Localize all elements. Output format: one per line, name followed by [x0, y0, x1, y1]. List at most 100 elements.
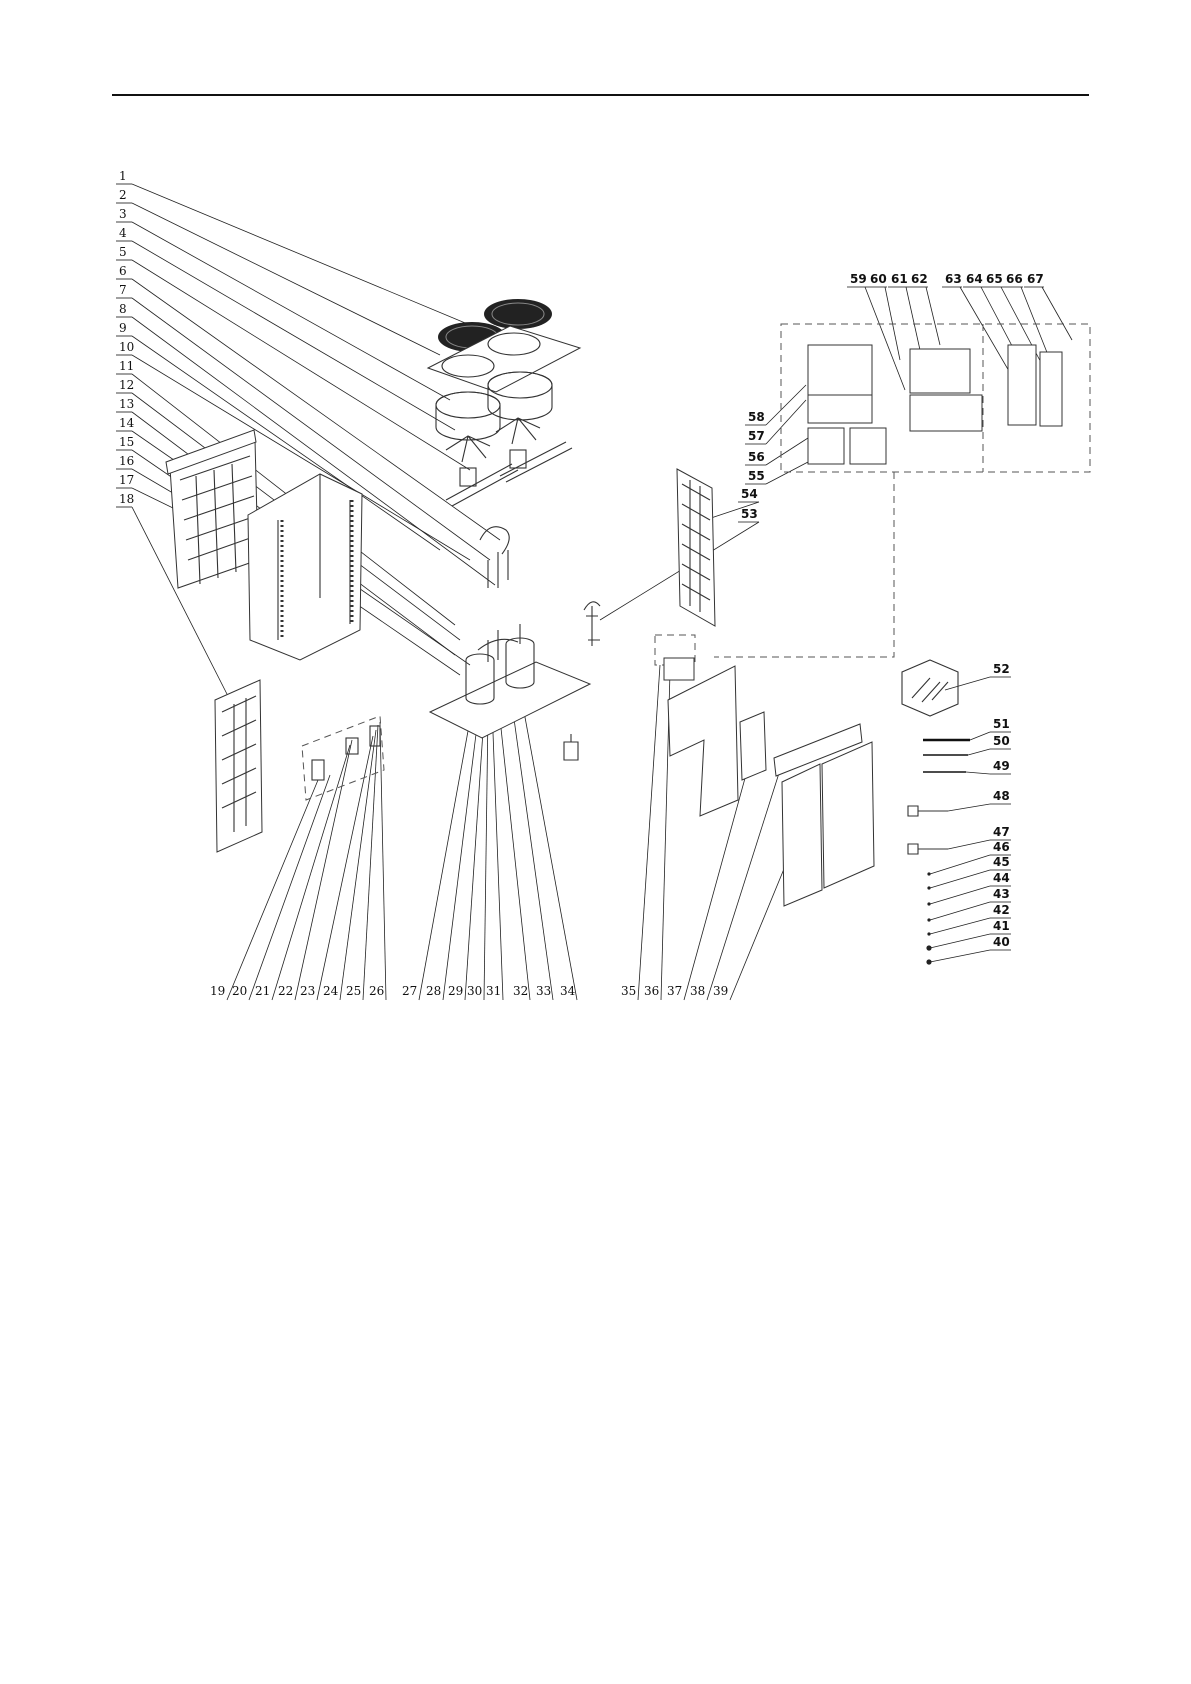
- part-label-16: 16: [119, 454, 134, 468]
- part-label-62: 62: [911, 272, 928, 286]
- part-label-52: 52: [993, 662, 1010, 676]
- part-label-61: 61: [891, 272, 908, 286]
- part-label-46: 46: [993, 840, 1010, 854]
- part-label-24: 24: [323, 984, 339, 998]
- part-label-59: 59: [850, 272, 867, 286]
- rear-panel-18: [215, 680, 262, 852]
- part-label-43: 43: [993, 887, 1010, 901]
- part-label-18: 18: [119, 492, 134, 506]
- leader-line-42: [930, 918, 990, 934]
- leader-line-45: [930, 870, 990, 888]
- base-compressor-assembly: [430, 624, 590, 738]
- part-label-2: 2: [119, 188, 127, 202]
- leader-line-62: [926, 287, 940, 345]
- leader-line-61: [906, 287, 920, 350]
- part-label-67: 67: [1027, 272, 1044, 286]
- part-label-56: 56: [748, 450, 765, 464]
- leader-line-51: [970, 732, 990, 740]
- part-label-36: 36: [644, 984, 659, 998]
- part-label-10: 10: [119, 340, 134, 354]
- leader-line-33: [510, 690, 553, 1000]
- part-label-32: 32: [513, 984, 528, 998]
- leader-line-55: [766, 462, 808, 484]
- part-label-25: 25: [346, 984, 361, 998]
- part-label-60: 60: [870, 272, 887, 286]
- part-label-33: 33: [536, 984, 551, 998]
- valve-group-19-26: [302, 716, 384, 800]
- leader-line-27: [419, 720, 470, 1000]
- part-label-29: 29: [448, 984, 463, 998]
- leader-line-46: [930, 855, 990, 874]
- part-label-49: 49: [993, 759, 1010, 773]
- part-label-22: 22: [278, 984, 293, 998]
- part-label-14: 14: [119, 416, 135, 430]
- leader-line-3: [132, 222, 450, 400]
- part-label-12: 12: [119, 378, 134, 392]
- part-label-41: 41: [993, 919, 1010, 933]
- leader-line-25: [363, 725, 378, 1000]
- leader-line-44: [930, 886, 990, 904]
- part-label-57: 57: [748, 429, 765, 443]
- part-label-17: 17: [119, 473, 134, 487]
- part-label-66: 66: [1006, 272, 1023, 286]
- part-label-54: 54: [741, 487, 758, 501]
- leader-line-49: [966, 772, 990, 774]
- leader-line-32: [498, 700, 530, 1000]
- part-label-8: 8: [119, 302, 127, 316]
- part-label-58: 58: [748, 410, 765, 424]
- part-label-39: 39: [713, 984, 728, 998]
- part-label-34: 34: [560, 984, 576, 998]
- part-label-23: 23: [300, 984, 315, 998]
- part-label-55: 55: [748, 469, 765, 483]
- part-label-47: 47: [993, 825, 1010, 839]
- leader-line-47: [948, 840, 990, 849]
- leader-line-41: [930, 934, 990, 948]
- part-label-21: 21: [255, 984, 270, 998]
- leader-line-21: [272, 745, 350, 1000]
- part-label-4: 4: [119, 226, 127, 240]
- part-label-20: 20: [232, 984, 247, 998]
- left-side-grille: [166, 430, 258, 588]
- part-label-51: 51: [993, 717, 1010, 731]
- part-label-11: 11: [119, 359, 134, 373]
- leader-line-56: [766, 438, 808, 465]
- leader-line-1: [132, 184, 470, 325]
- part-label-53: 53: [741, 507, 758, 521]
- part-label-9: 9: [119, 321, 127, 335]
- part-label-1: 1: [119, 169, 127, 183]
- leader-line-50: [968, 749, 990, 755]
- part-label-37: 37: [667, 984, 682, 998]
- leader-line-4: [132, 241, 455, 430]
- control-box-35-39: [655, 635, 874, 906]
- leader-line-67: [1042, 287, 1072, 340]
- part-label-26: 26: [369, 984, 384, 998]
- part-label-45: 45: [993, 855, 1010, 869]
- part-label-38: 38: [690, 984, 705, 998]
- leader-line-35: [638, 665, 660, 1000]
- part-label-35: 35: [621, 984, 636, 998]
- accessory-pack: [902, 660, 970, 965]
- leader-line-48: [948, 804, 990, 811]
- leader-line-26: [380, 722, 386, 1000]
- leader-line-29: [465, 716, 484, 1000]
- part-label-63: 63: [945, 272, 962, 286]
- part-label-6: 6: [119, 264, 127, 278]
- part-label-40: 40: [993, 935, 1010, 949]
- part-label-30: 30: [467, 984, 482, 998]
- part-label-28: 28: [426, 984, 441, 998]
- part-label-27: 27: [402, 984, 417, 998]
- front-panel-54: [677, 469, 715, 626]
- part-label-15: 15: [119, 435, 134, 449]
- electrical-box-assembly: [714, 324, 1090, 657]
- condenser-coil-frame: [248, 474, 362, 660]
- leader-line-52: [945, 677, 990, 690]
- part-label-64: 64: [966, 272, 983, 286]
- leader-line-40: [930, 950, 990, 962]
- part-label-44: 44: [993, 871, 1010, 885]
- leader-line-57: [766, 400, 806, 444]
- part-label-48: 48: [993, 789, 1010, 803]
- part-label-50: 50: [993, 734, 1010, 748]
- leader-line-30: [484, 712, 488, 1000]
